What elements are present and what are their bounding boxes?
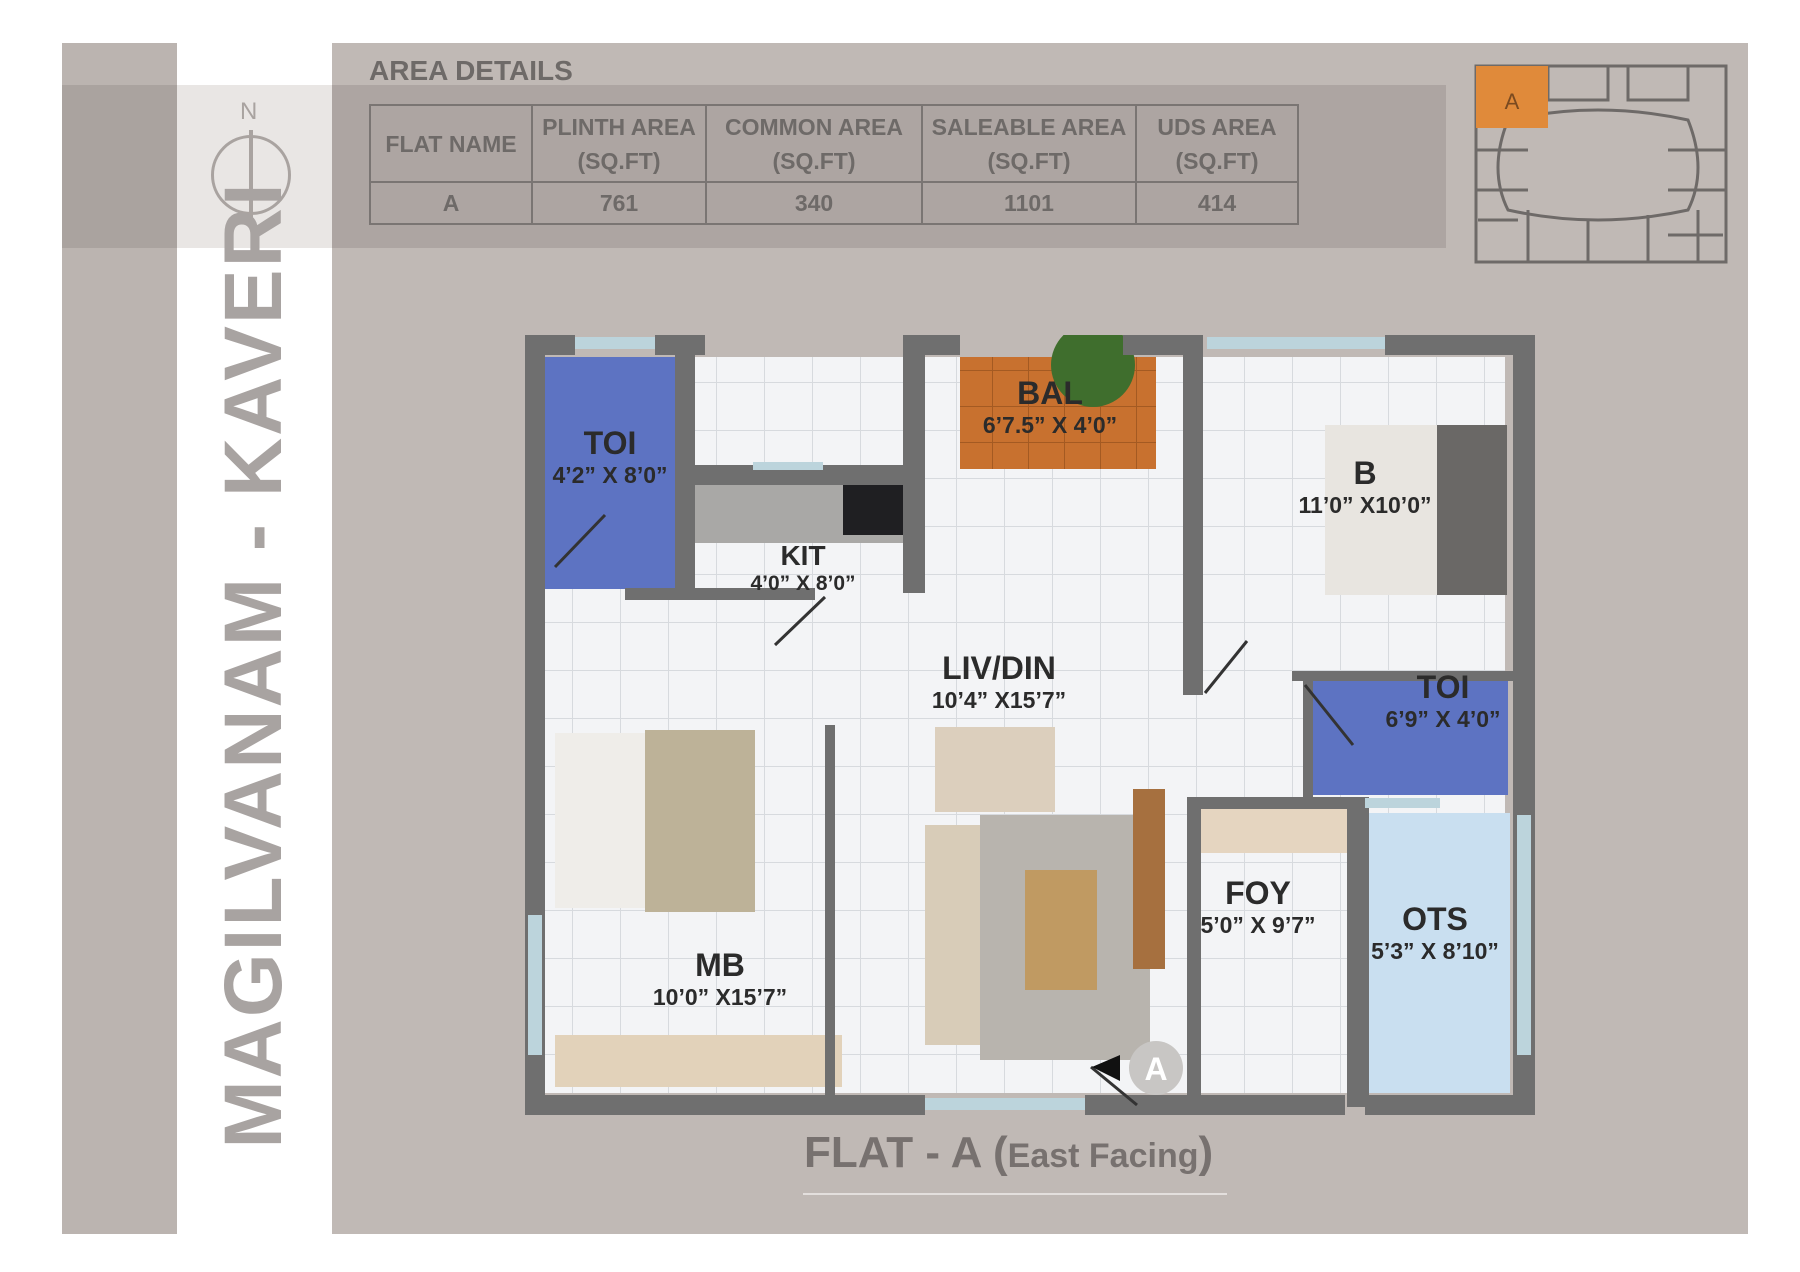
- caption-underline: [803, 1193, 1227, 1195]
- mb-wardrobe-icon: [555, 1035, 842, 1087]
- doors: [553, 513, 1355, 1107]
- cell-plinth-area: 761: [531, 181, 707, 225]
- table-row: A 761 340 1101 414: [369, 181, 1299, 225]
- tv-unit-icon: [1133, 789, 1165, 969]
- flat-caption: FLAT - A (East Facing): [804, 1128, 1214, 1177]
- left-band: [62, 43, 177, 1234]
- ots-floor: [1355, 813, 1510, 1093]
- floor-plan-drawing: A: [525, 335, 1535, 1115]
- cell-common-area: 340: [705, 181, 923, 225]
- col-header-saleable-area: SALEABLE AREA(SQ.FT): [921, 104, 1137, 183]
- coffee-table-icon: [1025, 870, 1097, 990]
- toi1-floor: [545, 357, 675, 589]
- table-header-row: FLAT NAME PLINTH AREA(SQ.FT) COMMON AREA…: [369, 104, 1299, 183]
- project-title: MAGILVANAM - KAVERI: [208, 181, 299, 1149]
- toi2-floor: [1308, 671, 1508, 795]
- foyer-bench-icon: [1187, 809, 1362, 853]
- armchair-icon: [935, 727, 1055, 812]
- cell-saleable-area: 1101: [921, 181, 1137, 225]
- compass-north-label: N: [240, 98, 258, 125]
- col-header-common-area: COMMON AREA(SQ.FT): [705, 104, 923, 183]
- key-plan-highlight: [1476, 66, 1548, 128]
- col-header-flat-name: FLAT NAME: [369, 104, 533, 183]
- col-header-uds-area: UDS AREA(SQ.FT): [1135, 104, 1299, 183]
- entry-marker: [1129, 1041, 1183, 1095]
- b-bed-throw: [1437, 425, 1507, 595]
- windows: [528, 337, 1531, 1110]
- mb-bed-throw: [645, 730, 755, 912]
- key-plan: A: [1474, 64, 1728, 264]
- entry-marker-label: A: [1144, 1051, 1167, 1087]
- plant-icon: [1051, 335, 1135, 407]
- entry-arrow-icon: [1092, 1055, 1120, 1081]
- area-details-table: FLAT NAME PLINTH AREA(SQ.FT) COMMON AREA…: [369, 104, 1299, 225]
- key-plan-highlight-label: A: [1505, 89, 1520, 114]
- area-details-title: AREA DETAILS: [369, 55, 573, 86]
- cell-uds-area: 414: [1135, 181, 1299, 225]
- cell-flat-name: A: [369, 181, 533, 225]
- compass-needle-icon: [249, 130, 253, 218]
- hob-icon: [843, 485, 913, 535]
- col-header-plinth-area: PLINTH AREA(SQ.FT): [531, 104, 707, 183]
